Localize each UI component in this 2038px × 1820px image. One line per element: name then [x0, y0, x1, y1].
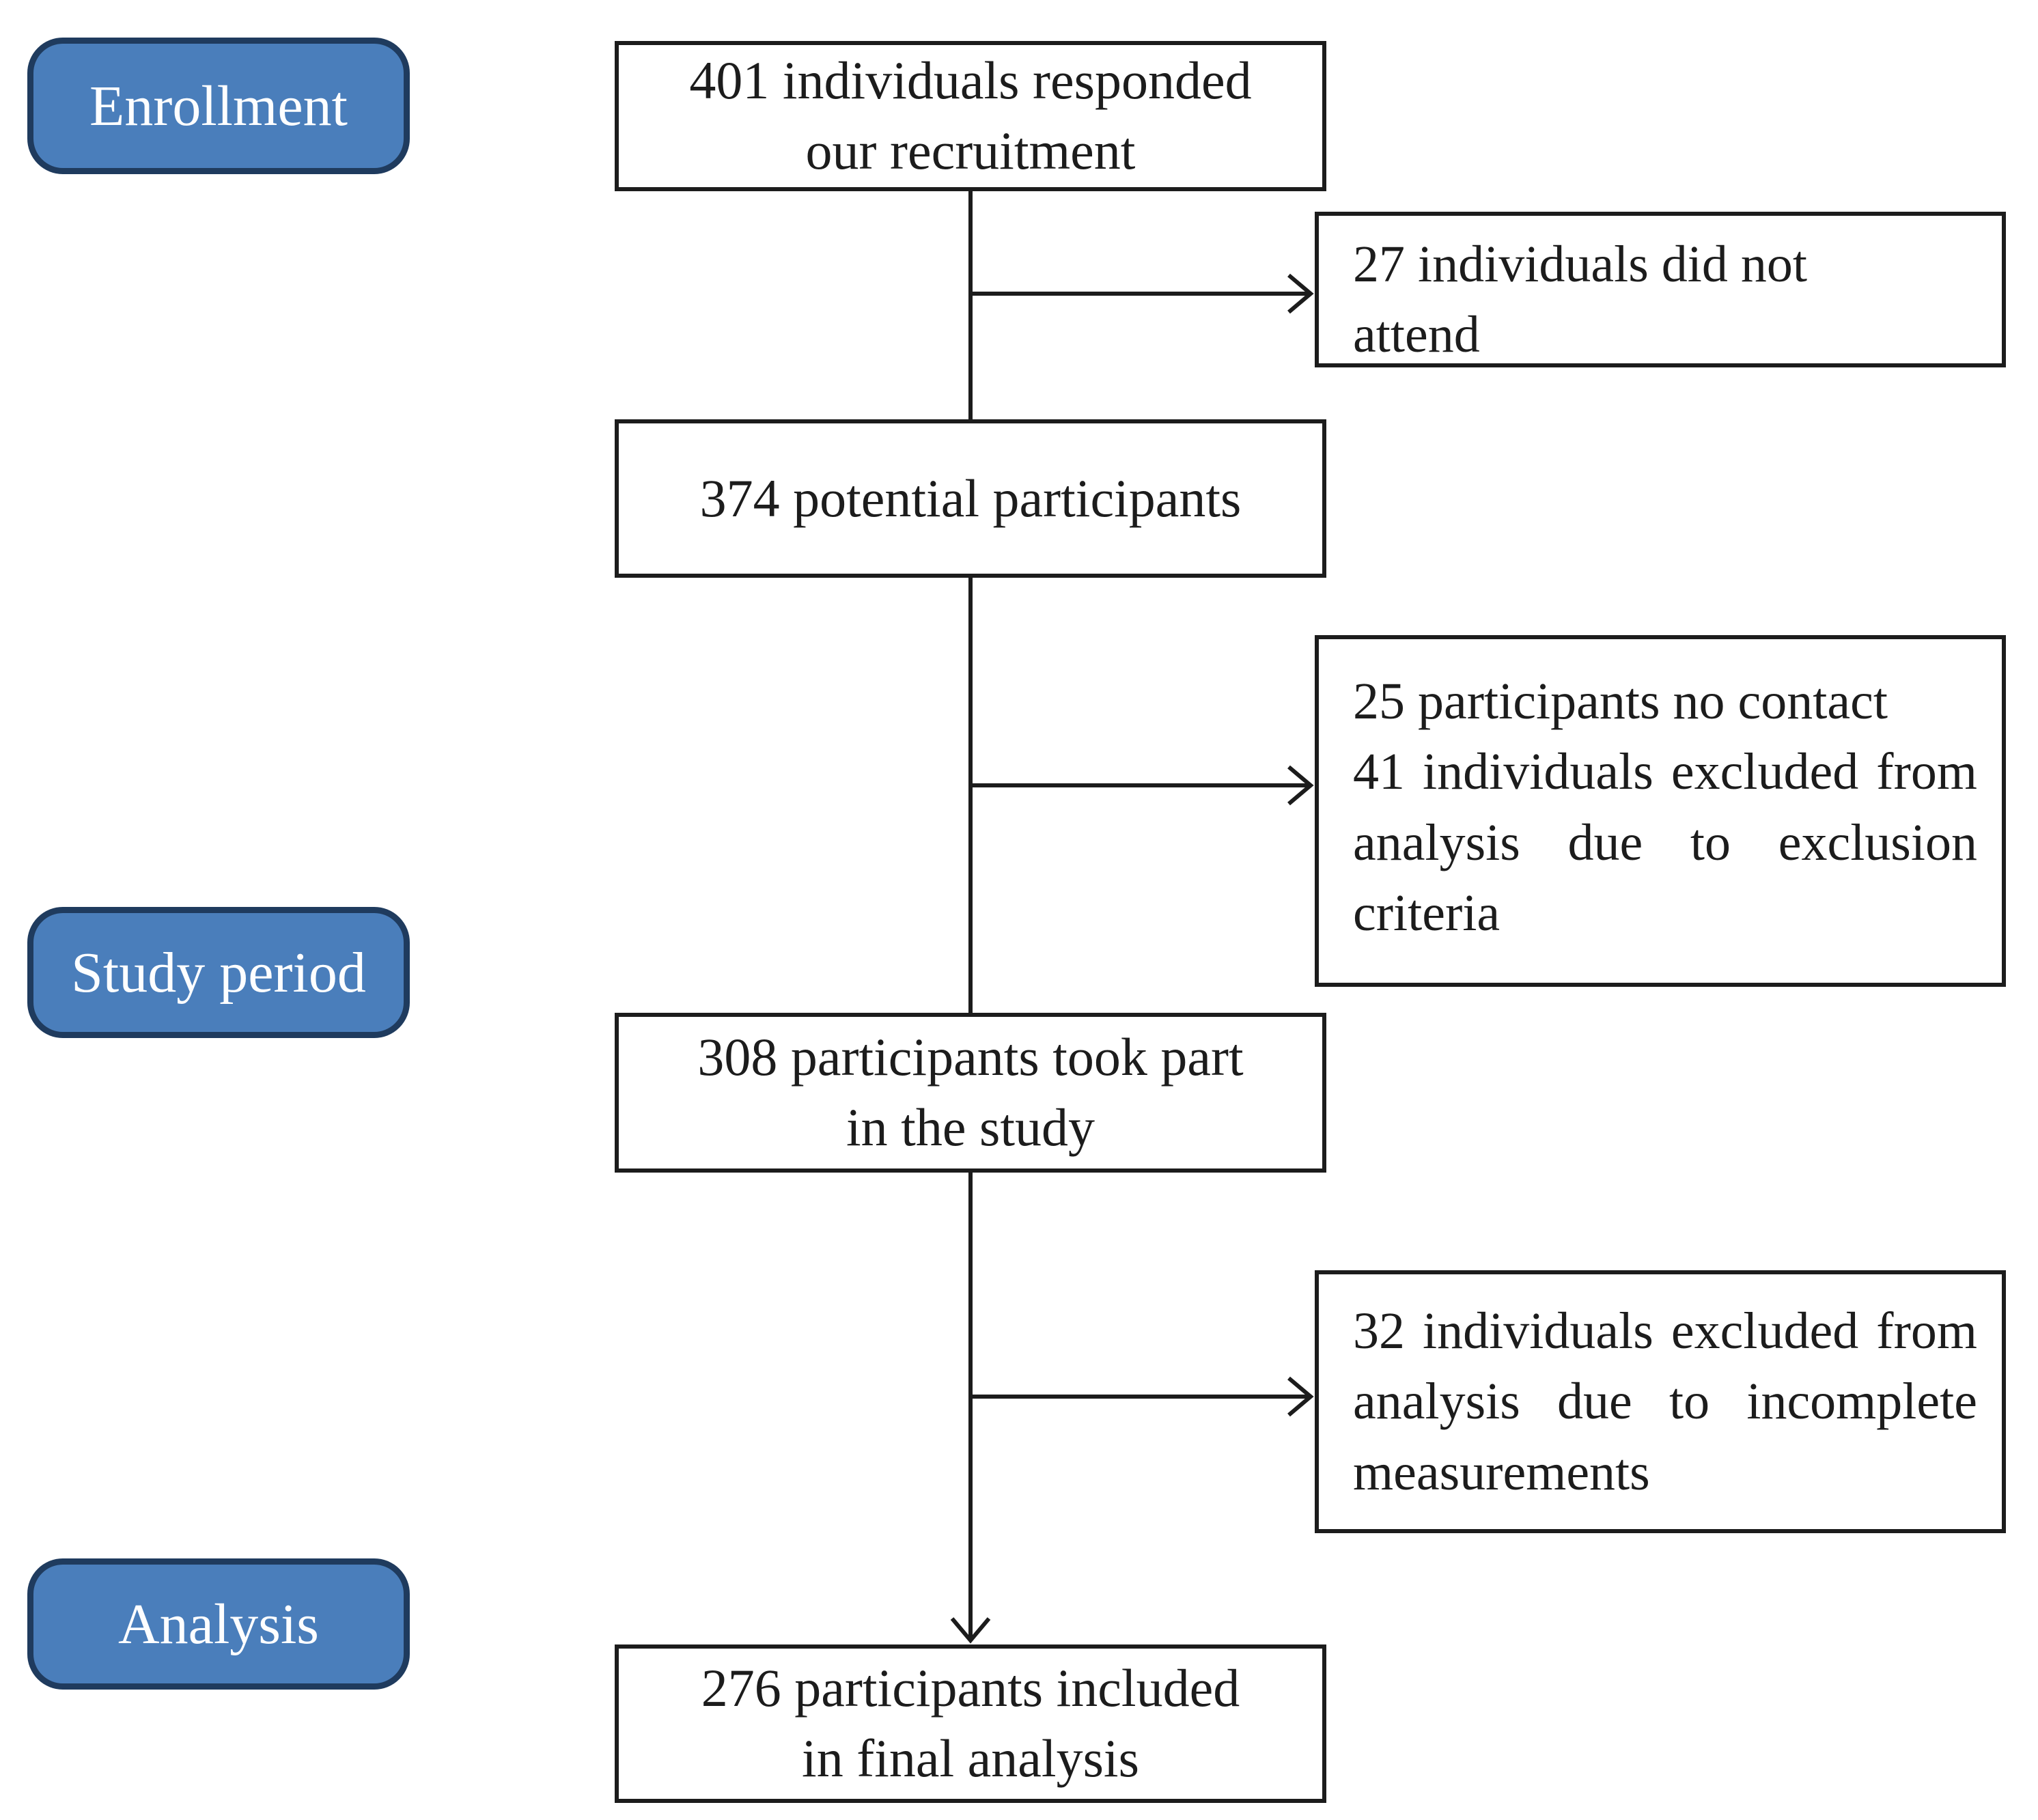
stage-label-text: Study period [71, 940, 366, 1005]
stage-label-text: Analysis [118, 1592, 319, 1656]
exclusion-box-exclusion-criteria: 25 participants no contact 41 individual… [1315, 635, 2006, 987]
stage-label-study-period: Study period [27, 907, 410, 1038]
stage-label-analysis: Analysis [27, 1558, 410, 1690]
exclusion-box-did-not-attend: 27 individuals did not attend [1315, 212, 2006, 367]
exclusion-box-text: 32 individuals excluded from analysis du… [1353, 1302, 1977, 1501]
flow-box-text: 374 potential participants [699, 468, 1242, 528]
stage-label-enrollment: Enrollment [27, 38, 410, 174]
exclusion-box-text: 27 individuals did not attend [1353, 236, 1807, 364]
exclusion-box-incomplete-measurements: 32 individuals excluded from analysis du… [1315, 1270, 2006, 1533]
flow-box-final-analysis: 276 participants included in final analy… [615, 1644, 1326, 1803]
flow-box-text: 308 participants took part in the study [697, 1027, 1244, 1157]
flow-box-text: 401 individuals responded our recruitmen… [689, 51, 1252, 180]
flow-box-potential-participants: 374 potential participants [615, 419, 1326, 578]
flow-box-text: 276 participants included in final analy… [701, 1658, 1240, 1788]
exclusion-box-text: 25 participants no contact 41 individual… [1353, 673, 1977, 942]
stage-label-text: Enrollment [89, 74, 348, 138]
flow-box-took-part: 308 participants took part in the study [615, 1013, 1326, 1173]
arrowhead-right-icon [1287, 765, 1314, 806]
arrowhead-right-icon [1287, 273, 1314, 314]
flow-box-responded: 401 individuals responded our recruitmen… [615, 41, 1326, 191]
arrowhead-down-icon [950, 1617, 991, 1644]
arrowhead-right-icon [1287, 1376, 1314, 1417]
